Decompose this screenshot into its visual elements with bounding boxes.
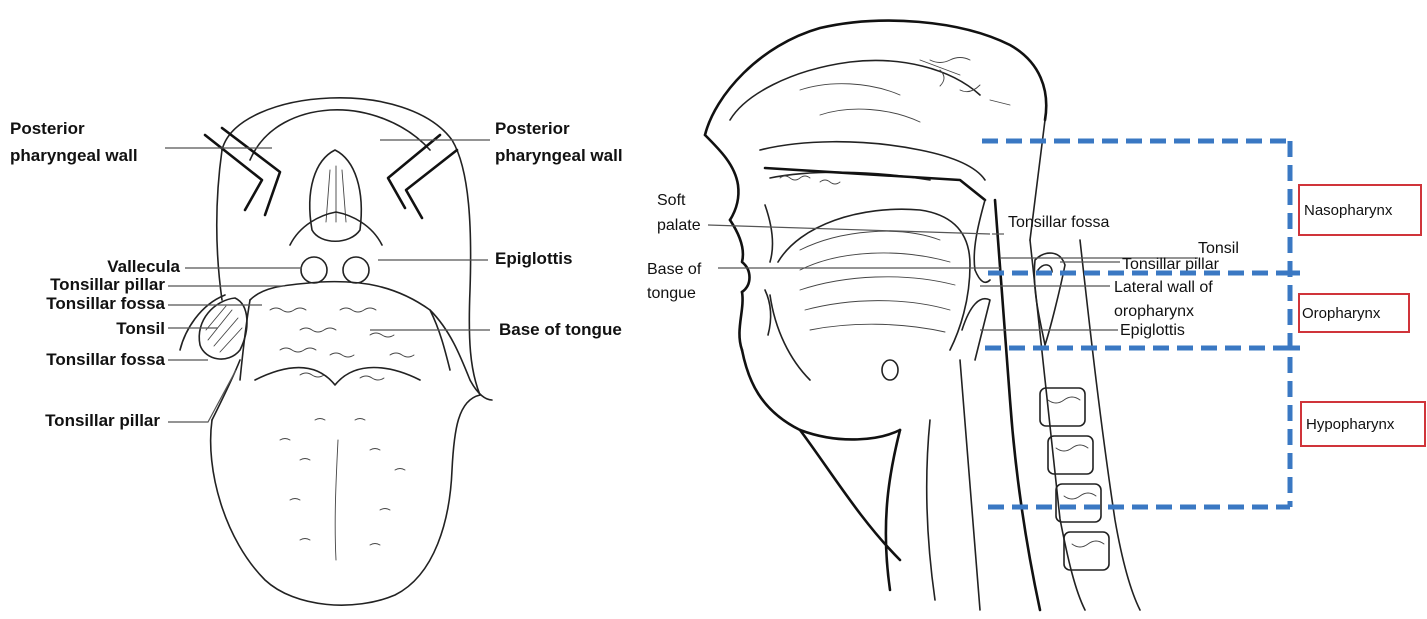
label-tonsillar-pillar-lower: Tonsillar pillar [45,411,160,430]
label-soft-palate-line2: palate [657,217,701,234]
label-posterior-wall-left-line2: pharyngeal wall [10,146,138,165]
label-vallecula: Vallecula [107,257,180,276]
label-base-of-tongue-left: Base of tongue [499,320,622,339]
label-tonsillar-fossa-lower: Tonsillar fossa [46,350,165,369]
label-tonsillar-pillar-right: Tonsillar pillar [1122,256,1220,273]
label-epiglottis-left: Epiglottis [495,249,572,268]
label-base-of-tongue-right-line1: Base of [647,261,702,278]
label-tonsil: Tonsil [116,319,165,338]
label-posterior-wall-left-line1: Posterior [10,119,85,138]
label-tonsillar-pillar-upper: Tonsillar pillar [50,275,165,294]
left-labels: Posterior pharyngeal wall Posterior phar… [10,119,623,430]
label-tonsillar-fossa-right: Tonsillar fossa [1008,214,1109,231]
label-nasopharynx: Nasopharynx [1304,202,1393,219]
label-tonsil-right: Tonsil [1198,240,1239,257]
label-oropharynx: Oropharynx [1302,305,1381,322]
sagittal-section-drawing [705,21,1140,610]
tongue-oral-view-drawing [180,98,492,605]
right-labels: Soft palate Base of tongue Tonsillar fos… [647,192,1239,339]
label-hypopharynx: Hypopharynx [1306,416,1395,433]
label-lateral-wall-line1: Lateral wall of [1114,279,1213,296]
label-epiglottis-right: Epiglottis [1120,322,1185,339]
label-tonsillar-fossa-upper: Tonsillar fossa [46,294,165,313]
label-base-of-tongue-right-line2: tongue [647,285,696,302]
label-soft-palate-line1: Soft [657,192,686,209]
region-boxes: Nasopharynx Oropharynx Hypopharynx [1299,185,1425,446]
label-posterior-wall-right-line2: pharyngeal wall [495,146,623,165]
label-posterior-wall-right-line1: Posterior [495,119,570,138]
label-lateral-wall-line2: oropharynx [1114,303,1194,320]
